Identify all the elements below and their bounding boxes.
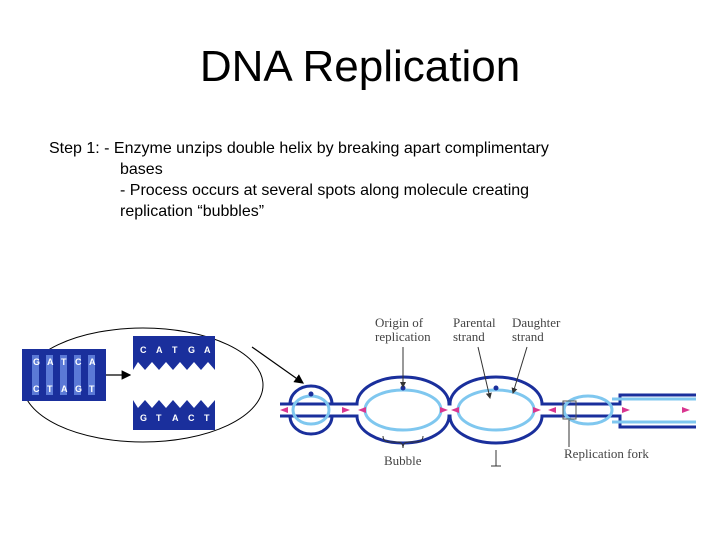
base-bottom-3: A xyxy=(61,384,68,394)
base-bottom-4: G xyxy=(75,384,82,394)
step-description: Step 1: - Enzyme unzips double helix by … xyxy=(49,138,689,222)
base-top-2: A xyxy=(47,357,54,367)
step-line-3: - Process occurs at several spots along … xyxy=(120,182,530,199)
daughter-bubble-3 xyxy=(456,388,536,432)
bubble-brace xyxy=(382,435,424,449)
daughter-bubble-4 xyxy=(562,394,614,426)
base-bottom-2: T xyxy=(47,384,53,394)
split-bottom-base-3: A xyxy=(172,413,179,423)
label-replication-fork: Replication fork xyxy=(564,446,649,461)
step-label: Step 1: xyxy=(49,140,100,157)
step-line-2: bases xyxy=(120,161,163,178)
zoom-arrow xyxy=(251,346,304,384)
parental-leader xyxy=(477,346,492,399)
base-top-3: T xyxy=(61,357,67,367)
parental-strand-top xyxy=(280,375,696,406)
base-top-4: C xyxy=(75,357,82,367)
split-strand-bottom: G T A C T xyxy=(133,400,215,430)
base-bottom-5: T xyxy=(89,384,95,394)
label-daughter-line1: Daughter xyxy=(512,315,561,330)
step-line-1: Step 1: - Enzyme unzips double helix by … xyxy=(49,140,549,157)
split-top-base-1: C xyxy=(140,345,147,355)
step-line-4: replication “bubbles” xyxy=(120,203,265,220)
split-bottom-base-1: G xyxy=(140,413,147,423)
label-parental-line1: Parental xyxy=(453,315,496,330)
daughter-bubble-1 xyxy=(291,394,331,426)
split-top-base-5: A xyxy=(204,345,211,355)
label-bubble: Bubble xyxy=(384,453,422,468)
ladder-rungs xyxy=(32,355,95,395)
daughter-leader xyxy=(511,346,528,394)
direction-arrows xyxy=(280,407,690,413)
label-parental-line2: strand xyxy=(453,329,485,344)
split-bottom-base-4: C xyxy=(188,413,195,423)
split-bottom-base-5: T xyxy=(204,413,210,423)
label-origin-line1: Origin of xyxy=(375,315,424,330)
split-top-base-2: A xyxy=(156,345,163,355)
split-top-base-4: G xyxy=(188,345,195,355)
double-helix-ladder: G A T C A C T A G T xyxy=(22,349,106,401)
base-top-1: G xyxy=(33,357,40,367)
replication-molecule xyxy=(280,375,696,445)
split-top-base-3: T xyxy=(172,345,178,355)
split-strand-top: C A T G A xyxy=(133,336,215,370)
base-top-5: A xyxy=(89,357,96,367)
replication-fork-box xyxy=(562,400,577,420)
daughter-bubble-2 xyxy=(363,388,443,432)
slide-title: DNA Replication xyxy=(199,42,521,91)
parental-strand-bottom xyxy=(280,414,696,445)
base-bottom-1: C xyxy=(33,384,40,394)
label-origin-line2: replication xyxy=(375,329,431,344)
label-daughter-line2: strand xyxy=(512,329,544,344)
split-bottom-base-2: T xyxy=(156,413,162,423)
